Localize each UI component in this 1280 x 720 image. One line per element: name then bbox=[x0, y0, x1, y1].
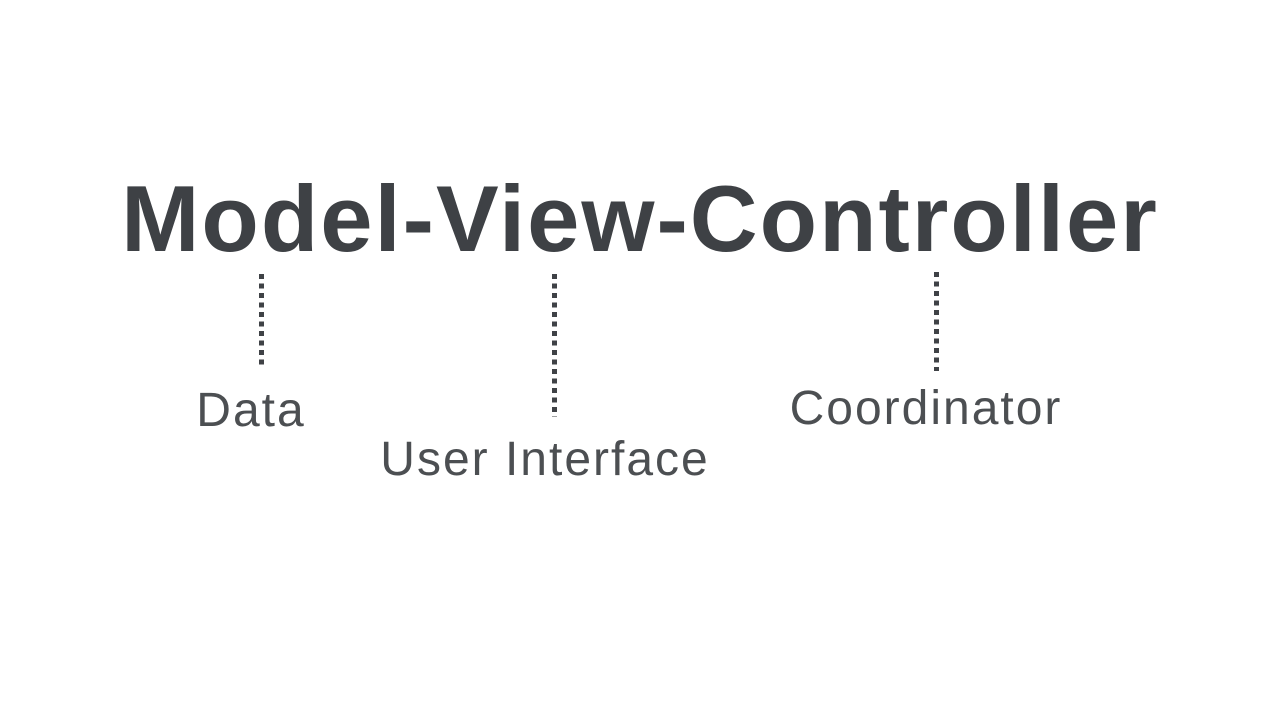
model-meaning-label: Data bbox=[196, 384, 306, 437]
model-to-data-connector-line bbox=[259, 274, 264, 369]
slide-title: Model-View-Controller bbox=[121, 166, 1159, 271]
view-to-user-interface-connector-line bbox=[552, 274, 557, 417]
view-meaning-label: User Interface bbox=[380, 433, 710, 486]
controller-meaning-label: Coordinator bbox=[789, 382, 1063, 435]
controller-to-coordinator-connector-line bbox=[934, 272, 939, 371]
